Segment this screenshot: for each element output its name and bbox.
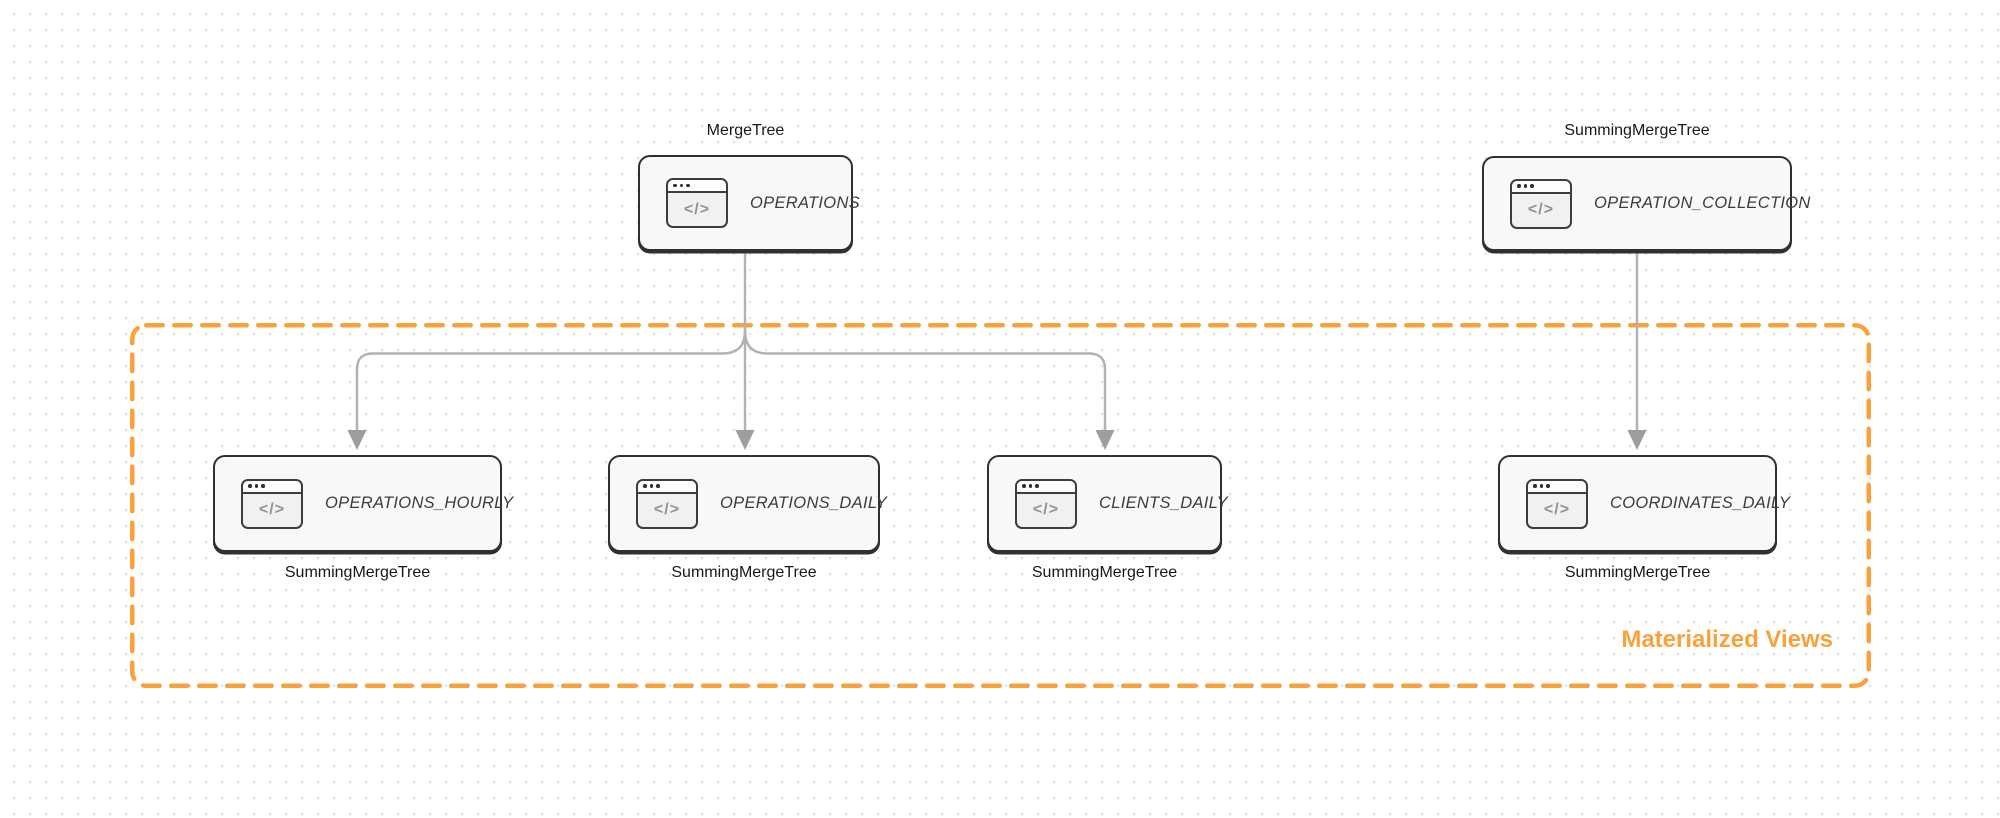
code-icon: </> [1032, 501, 1060, 518]
edge-operations-to-clients-daily [743, 329, 1107, 432]
node-title: CLIENTS_DAILY [1099, 494, 1228, 512]
node-title: OPERATIONS_HOURLY [325, 494, 514, 512]
node-title: OPERATIONS [750, 193, 860, 212]
node-engine-label: SummingMergeTree [1564, 564, 1711, 581]
code-window-icon: </> [1015, 478, 1077, 529]
code-icon: </> [258, 501, 286, 518]
table-node-coordinates-daily[interactable]: </> COORDINATES_DAILY [1498, 455, 1790, 552]
table-node-operations-daily[interactable]: </> OPERATIONS_DAILY [608, 455, 887, 552]
code-icon: </> [653, 501, 681, 518]
code-icon: </> [1527, 201, 1555, 218]
node-title: OPERATION_COLLECTION [1594, 194, 1811, 212]
window-dots [638, 480, 696, 494]
table-node-operation-collection[interactable]: </> OPERATION_COLLECTION [1482, 156, 1810, 251]
window-dots [243, 480, 301, 494]
code-icon: </> [1543, 501, 1571, 518]
code-window-icon: </> [636, 478, 698, 529]
materialized-views-group-label: Materialized Views [1621, 626, 1833, 653]
code-window-icon: </> [1510, 178, 1572, 229]
node-title: COORDINATES_DAILY [1610, 494, 1791, 512]
window-dots [1512, 180, 1570, 194]
arrowhead [1627, 430, 1647, 450]
edges [355, 252, 1639, 432]
node-engine-label: SummingMergeTree [671, 564, 817, 581]
arrowhead [1095, 430, 1115, 450]
arrowheads [347, 430, 1647, 450]
arrowhead [347, 430, 367, 450]
window-dots [1017, 480, 1075, 494]
node-engine-label: SummingMergeTree [284, 564, 431, 581]
window-dots [668, 180, 726, 193]
table-node-clients-daily[interactable]: </> CLIENTS_DAILY [987, 455, 1228, 552]
edge-operations-to-operations-hourly [355, 329, 747, 432]
node-title: OPERATIONS_DAILY [720, 494, 888, 512]
code-icon: </> [683, 200, 711, 218]
node-engine-label: SummingMergeTree [1031, 564, 1178, 581]
code-window-icon: </> [1526, 478, 1588, 529]
code-window-icon: </> [666, 178, 728, 228]
window-dots [1528, 480, 1586, 494]
node-engine-label: MergeTree [706, 122, 785, 139]
table-node-operations[interactable]: </> OPERATIONS [638, 155, 860, 251]
node-engine-label: SummingMergeTree [1564, 122, 1710, 139]
arrowhead [735, 430, 755, 450]
table-node-operations-hourly[interactable]: </> OPERATIONS_HOURLY [213, 455, 513, 552]
code-window-icon: </> [241, 478, 303, 529]
